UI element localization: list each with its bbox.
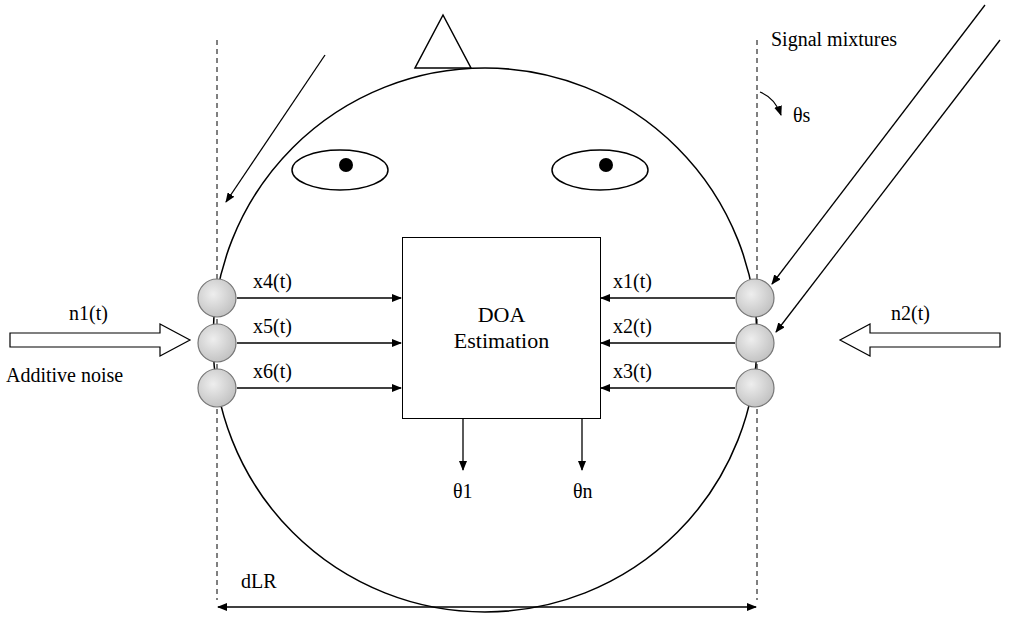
pupil	[339, 158, 353, 172]
signal-name: x1(t)	[612, 270, 653, 292]
signal-name: x6(t)	[252, 360, 293, 382]
eye	[552, 150, 648, 190]
annotation-text: Signal mixtures	[770, 28, 898, 50]
dimension-arrow	[218, 606, 756, 607]
output-label: θn	[572, 480, 594, 502]
eye	[292, 150, 388, 190]
pupil	[599, 158, 613, 172]
noise-name: n1(t)	[68, 302, 109, 324]
nose	[415, 15, 471, 68]
signal-name: x4(t)	[252, 270, 293, 292]
noise-arrow	[10, 324, 190, 356]
signal-name: x5(t)	[252, 315, 293, 337]
signal-name: x2(t)	[612, 315, 653, 337]
box-label: DOA Estimation	[437, 302, 567, 354]
incoming-signal	[226, 5, 1000, 332]
noise-name: n2(t)	[890, 302, 931, 324]
head-outline	[213, 68, 757, 612]
noise-arrow	[840, 324, 1000, 356]
angle-arc	[760, 92, 781, 115]
dimension-label: dLR	[240, 570, 278, 592]
dashed-guide	[217, 40, 218, 600]
signal-name: x3(t)	[612, 360, 653, 382]
angle-label: θs	[792, 104, 811, 126]
output-label: θ1	[452, 480, 474, 502]
annotation-text: Additive noise	[5, 364, 124, 386]
process-box: DOA Estimation	[402, 237, 601, 419]
